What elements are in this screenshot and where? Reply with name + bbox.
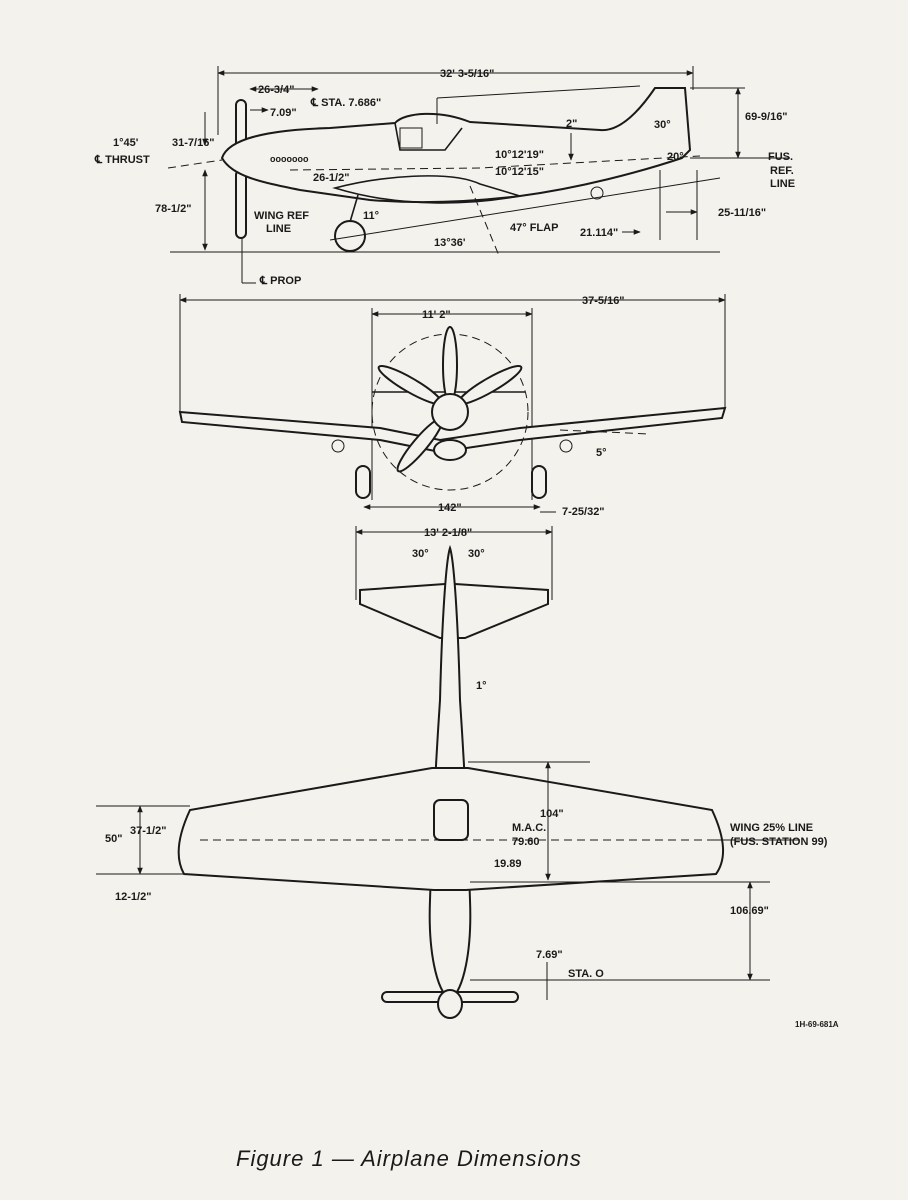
dim-709-label: 7.09" <box>270 107 297 119</box>
spinner-front <box>431 393 469 431</box>
tail-angle-bottom-label: 20° <box>667 151 684 163</box>
main-wheel-side <box>334 220 366 252</box>
air-scoop-front <box>433 439 467 461</box>
top-view: 13' 2-1/8" 30° 30° 1° 104" M.A.C. 79.60 … <box>96 526 828 1019</box>
tread-label: 142" <box>438 502 462 514</box>
root-chord-label: 50" <box>105 833 122 845</box>
fus-ref-3: LINE <box>770 178 795 190</box>
side-view: 32' 3-5/16" 26-3/4" ℄ STA. 7.686" 7.09" … <box>94 66 795 287</box>
wing-ref-line-2: LINE <box>266 223 291 235</box>
wheel-offset-label: 7-25/32" <box>562 506 605 518</box>
canopy-offset-label: 2" <box>566 118 577 130</box>
fuselage-side <box>220 87 692 204</box>
dim-21114-label: 21.114" <box>580 227 618 239</box>
propeller-blade-lower <box>235 169 247 239</box>
stab-span-label: 13' 2-1/8" <box>424 527 472 539</box>
flap-angle-label: 47° FLAP <box>510 222 558 234</box>
wing-line-2: (FUS. STATION 99) <box>730 836 828 848</box>
front-view: 37-5/16" 11' 2" 142" 7-25/32" 5° <box>178 294 727 518</box>
fus-ref-2: REF. <box>770 165 794 177</box>
incidence-2-label: 10°12'15" <box>495 166 544 178</box>
gear-angle-label: 11° <box>363 210 379 222</box>
wing-ref-line-1: WING REF <box>254 210 309 222</box>
dim-31-7-16-label: 31-7/16" <box>172 137 215 149</box>
dim-37-1-2-label: 37-1/2" <box>130 825 166 837</box>
span-label: 37-5/16" <box>582 295 625 307</box>
tail-angle-top-label: 30° <box>654 119 671 131</box>
ground-angle-label: 13°36' <box>434 237 466 249</box>
cockpit-top <box>433 799 469 841</box>
dim-10669-label: 106.69" <box>730 905 769 917</box>
right-wheel-front <box>531 465 547 499</box>
figure-caption: Figure 1 — Airplane Dimensions <box>236 1146 582 1171</box>
mac-value: 79.60 <box>512 836 540 848</box>
dim-26-1-2-label: 26-1/2" <box>313 172 349 184</box>
reference-code: 1H-69-681A <box>795 1020 839 1029</box>
elevator-left-label: 30° <box>412 548 429 560</box>
dim-104-label: 104" <box>540 808 564 820</box>
cl-station-label: ℄ STA. 7.686" <box>310 97 381 109</box>
tail-dim-label: 25-11/16" <box>718 207 766 219</box>
spinner-cl-label: 26-3/4" <box>258 84 294 96</box>
dim-1989-label: 19.89 <box>494 858 522 870</box>
left-wheel-front <box>355 465 371 499</box>
prop-diameter-label: 11' 2" <box>422 309 451 321</box>
mac-label: M.A.C. <box>512 822 546 834</box>
wing-line-1: WING 25% LINE <box>730 822 813 834</box>
exhaust-stacks: ooooooo <box>270 154 309 164</box>
height-label: 69-9/16" <box>745 111 788 123</box>
spinner-top <box>437 989 463 1019</box>
station-zero-label: STA. O <box>568 968 604 980</box>
prop-cl-label: ℄ PROP <box>259 275 301 287</box>
rudder-offset-label: 1° <box>476 680 487 692</box>
dim-769-label: 7.69" <box>536 949 563 961</box>
prop-blade-1 <box>442 326 458 404</box>
incidence-1-label: 10°12'19" <box>495 149 544 161</box>
dim-12-1-2-label: 12-1/2" <box>115 891 151 903</box>
thrust-angle-label: 1°45' <box>113 137 139 149</box>
tail-wheel-side <box>590 186 604 200</box>
thrust-label: ℄ THRUST <box>94 154 150 166</box>
fus-ref-1: FUS. <box>768 151 793 163</box>
wing-side-section <box>332 175 521 204</box>
prop-height-label: 78-1/2" <box>155 203 191 215</box>
elevator-right-label: 30° <box>468 548 485 560</box>
dihedral-label: 5° <box>596 447 607 459</box>
overall-length-label: 32' 3-5/16" <box>440 68 494 80</box>
